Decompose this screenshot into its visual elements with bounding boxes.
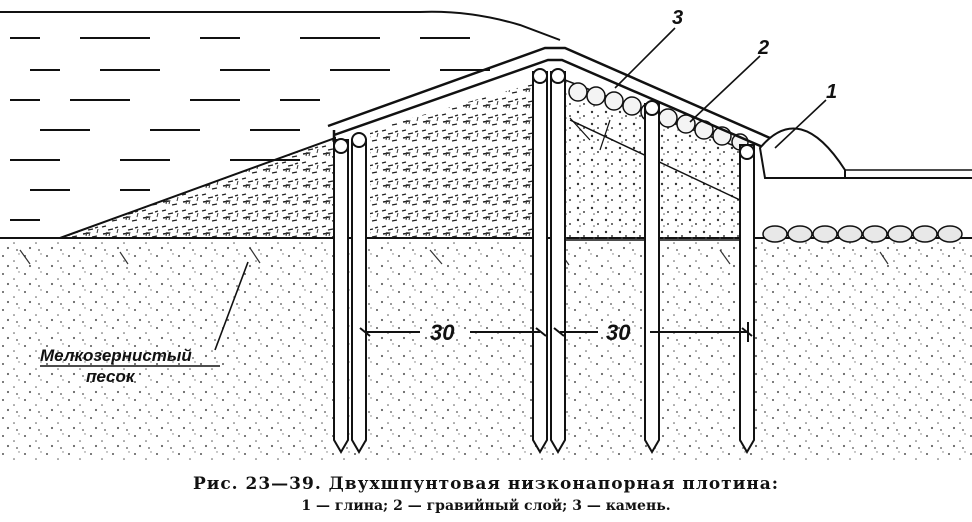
riprap xyxy=(762,225,963,243)
pile-3 xyxy=(532,71,548,454)
dimension-label-right: 30 xyxy=(606,320,631,345)
clay-cap xyxy=(758,127,972,179)
dam-cover xyxy=(327,46,771,150)
clay-embankment xyxy=(59,80,545,240)
figure-caption-legend: 1 — глина; 2 — гравийный слой; 3 — камен… xyxy=(301,498,671,514)
pile-5 xyxy=(644,103,660,454)
sand-label-line1: Мелкозернистый xyxy=(40,346,192,365)
upstream-water xyxy=(0,10,561,221)
dimension-label-left: 30 xyxy=(430,320,455,345)
pile-6 xyxy=(739,144,755,454)
pile-2 xyxy=(351,139,367,454)
dimension-lines xyxy=(359,322,753,342)
callout-label-1: 1 xyxy=(826,81,837,103)
pile-4 xyxy=(550,71,566,454)
sand-label-line2: песок xyxy=(86,367,136,386)
callout-leaders xyxy=(214,27,827,351)
callout-label-3: 3 xyxy=(672,7,683,29)
sheet-piles xyxy=(333,68,755,454)
figure-caption-title: Рис. 23—39. Двухшпунтовая низконапорная … xyxy=(192,474,780,494)
callout-label-2: 2 xyxy=(757,37,769,59)
pile-1 xyxy=(333,139,349,454)
